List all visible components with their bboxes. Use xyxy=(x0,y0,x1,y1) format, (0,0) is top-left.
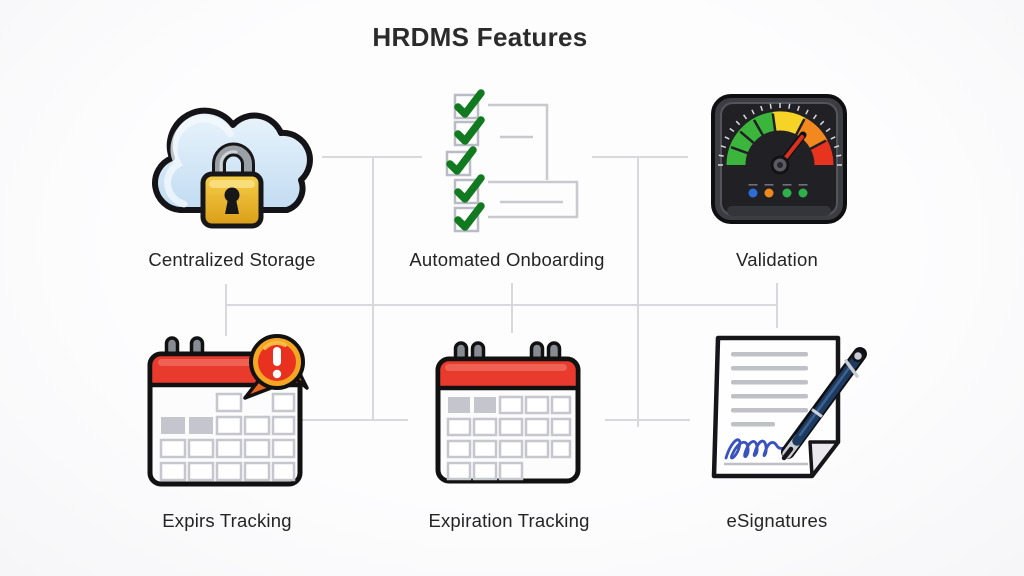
connector-line xyxy=(592,156,688,158)
alert-badge xyxy=(243,334,309,400)
connector-line xyxy=(605,419,690,421)
feature-label-esignatures: eSignatures xyxy=(726,510,828,531)
feature-expiration-tracking xyxy=(433,335,583,487)
feature-label-expiration-tracking: Expiration Tracking xyxy=(428,510,590,531)
connector-line xyxy=(511,283,513,333)
connector-line xyxy=(226,304,777,306)
calendar-icon xyxy=(435,341,581,484)
feature-esignatures xyxy=(700,330,880,485)
pen xyxy=(781,347,867,461)
calendar-alert-icon xyxy=(147,334,309,487)
feature-label-automated-onboarding: Automated Onboarding xyxy=(409,249,605,270)
page-title: HRDMS Features xyxy=(372,22,588,52)
feature-label-centralized-storage: Centralized Storage xyxy=(148,249,316,270)
document-pen-icon xyxy=(711,335,867,479)
connector-line xyxy=(776,283,778,328)
connector-line xyxy=(372,156,374,420)
cloud-lock-icon xyxy=(152,107,313,229)
feature-expirs-tracking xyxy=(145,330,310,490)
connector-line xyxy=(637,156,639,427)
connector-line xyxy=(225,284,227,336)
checklist-icon xyxy=(445,89,579,233)
feature-label-expirs-tracking: Expirs Tracking xyxy=(162,510,292,531)
connector-line xyxy=(300,419,408,421)
feature-validation xyxy=(703,93,853,228)
feature-automated-onboarding xyxy=(440,88,590,233)
feature-centralized-storage xyxy=(140,94,325,244)
feature-label-validation: Validation xyxy=(736,249,818,270)
gauge-icon xyxy=(711,94,847,224)
